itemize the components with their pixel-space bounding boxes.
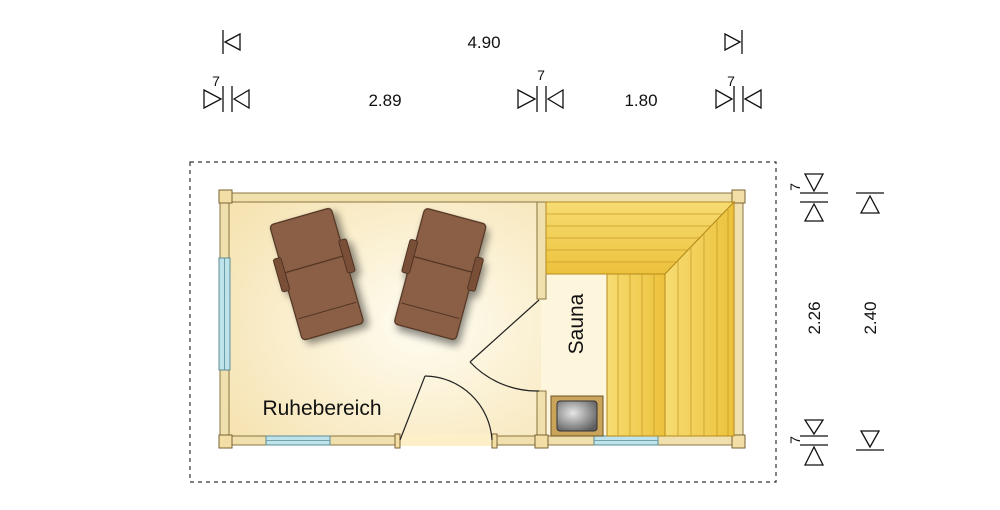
plot-outline	[189, 161, 777, 483]
dimension-arrow-icon	[222, 30, 241, 54]
dimension-arrow-icon	[203, 86, 250, 112]
lounger-icon	[269, 207, 364, 341]
dimension-arrow-icon	[800, 419, 828, 466]
sauna-width-label: 1.80	[624, 91, 657, 110]
dimension-arrow-icon	[724, 30, 743, 54]
sauna-bench-lower	[606, 273, 666, 437]
door-swing-icon[interactable]	[399, 375, 493, 441]
entrance-opening	[398, 434, 494, 446]
dimension-arrow-icon	[856, 430, 884, 451]
dimension-arrow-icon	[800, 173, 828, 222]
sauna-label: Sauna	[565, 293, 588, 354]
building: Ruhebereich Sauna	[218, 189, 746, 449]
dimension-arrow-icon	[517, 86, 564, 112]
wall-thickness-label: 7	[787, 436, 803, 444]
dimension-arrow-icon	[856, 192, 884, 214]
rest-area-width-label: 2.89	[368, 91, 401, 110]
sauna-bench-upper	[545, 200, 736, 437]
inner-depth-label: 2.26	[805, 301, 824, 334]
wall-thickness-label: 7	[787, 183, 803, 191]
outer-depth-label: 2.40	[861, 301, 880, 334]
top-dimensions: 4.90 7 2.89 7 1.80 7	[203, 30, 762, 112]
right-dimensions: 7 2.26 7 2.40	[787, 173, 884, 466]
wall-thickness-label: 7	[727, 73, 735, 89]
lounger-icon	[394, 208, 487, 340]
window-icon	[593, 435, 659, 446]
window-icon	[265, 435, 331, 446]
sauna-stove-icon	[550, 395, 604, 437]
partition-wall	[536, 390, 547, 437]
dimension-arrow-icon	[715, 86, 762, 112]
partition-wall	[536, 201, 547, 300]
overall-width-label: 4.90	[467, 33, 500, 52]
wall-thickness-label: 7	[212, 73, 220, 89]
rest-area-label: Ruhebereich	[262, 397, 381, 420]
corner-posts	[218, 189, 746, 449]
wall-thickness-label: 7	[537, 67, 545, 83]
door-swing-icon[interactable]	[469, 299, 540, 392]
window-icon	[218, 257, 231, 371]
